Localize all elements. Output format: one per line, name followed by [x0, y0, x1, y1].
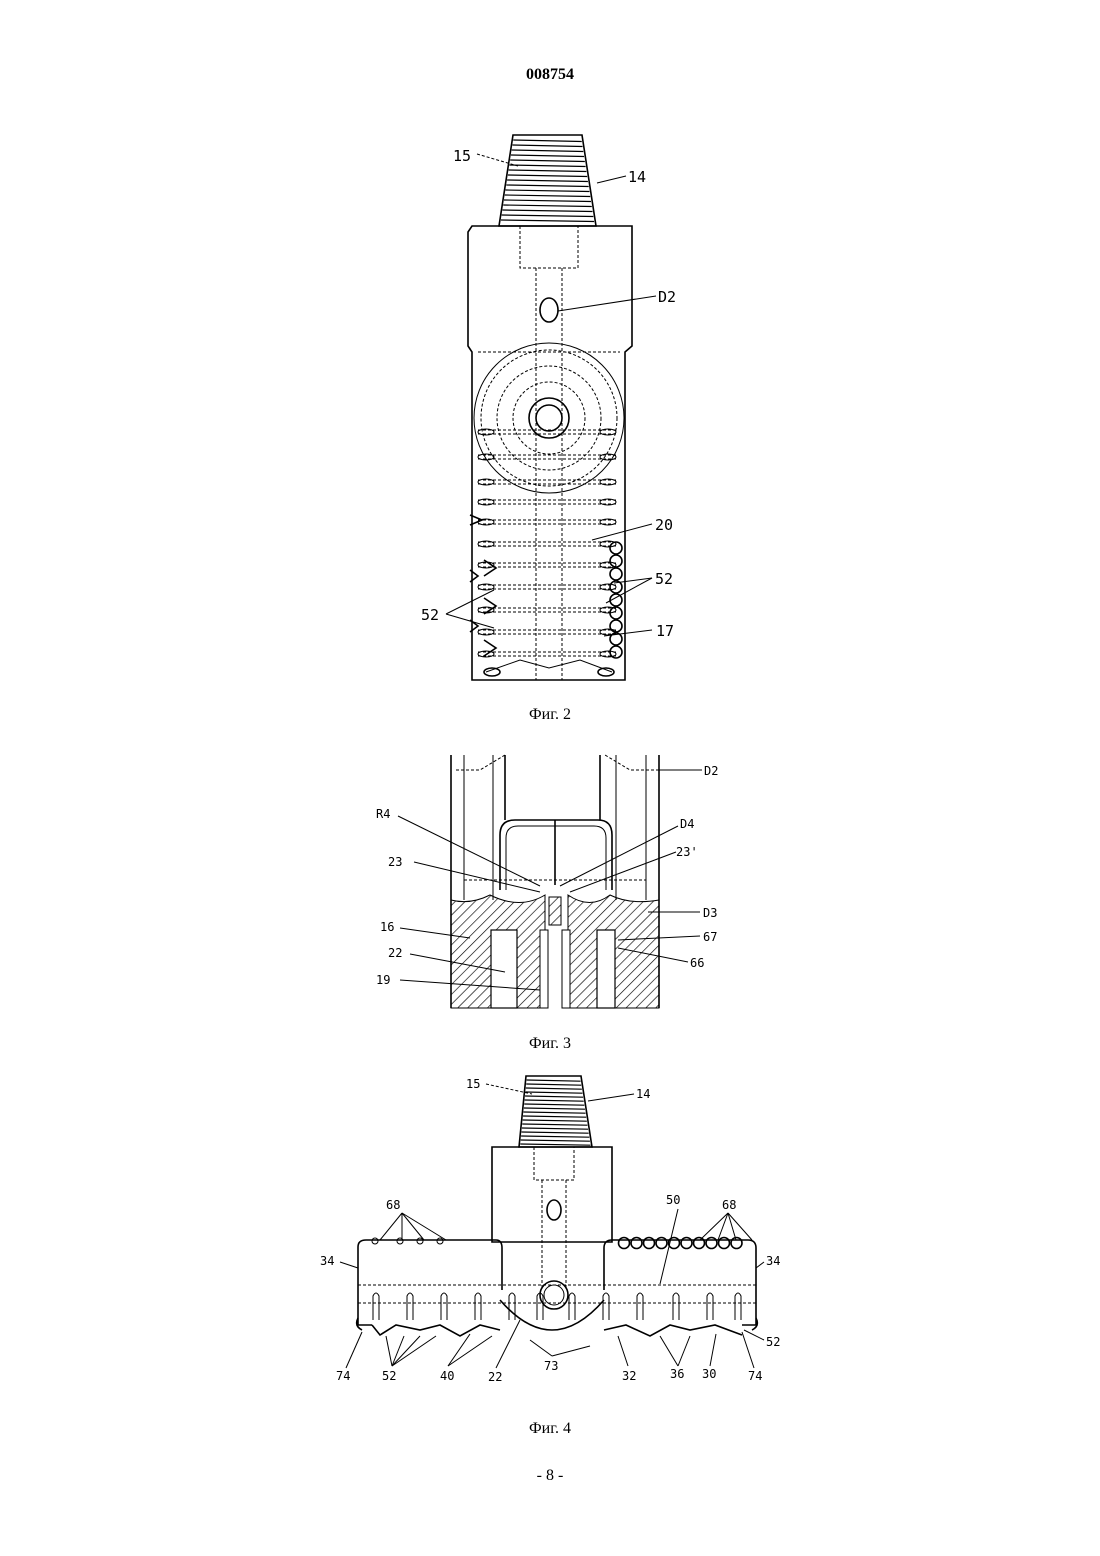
- label-52-right: 52: [766, 1335, 780, 1349]
- label-34-left: 34: [320, 1254, 334, 1268]
- cutter-grooves: [478, 429, 618, 657]
- label-23: 23: [388, 855, 402, 869]
- label-D2: D2: [704, 764, 718, 778]
- label-30: 30: [702, 1367, 716, 1381]
- label-15: 15: [453, 147, 471, 165]
- figure-4-caption: Фиг. 4: [0, 1420, 1100, 1438]
- label-20: 20: [655, 516, 673, 534]
- label-14: 14: [628, 168, 646, 186]
- label-74-left: 74: [336, 1369, 350, 1383]
- label-D3: D3: [703, 906, 717, 920]
- label-15: 15: [466, 1077, 480, 1091]
- pin-threads: [520, 1080, 590, 1145]
- figure-2-caption: Фиг. 2: [0, 706, 1100, 724]
- label-23-prime: 23': [676, 845, 698, 859]
- figure-3-caption: Фиг. 3: [0, 1035, 1100, 1053]
- label-74-right: 74: [748, 1369, 762, 1383]
- label-19: 19: [376, 973, 390, 987]
- gauge-inserts: [619, 1238, 743, 1249]
- label-34-right: 34: [766, 1254, 780, 1268]
- label-40: 40: [440, 1369, 454, 1383]
- label-67: 67: [703, 930, 717, 944]
- label-68-left: 68: [386, 1198, 400, 1212]
- label-17: 17: [656, 622, 674, 640]
- label-14: 14: [636, 1087, 650, 1101]
- cutter-slots: [373, 1293, 741, 1320]
- label-D4: D4: [680, 817, 694, 831]
- label-73: 73: [544, 1359, 558, 1373]
- label-52-bottom: 52: [382, 1369, 396, 1383]
- page-number: - 8 -: [0, 1467, 1100, 1485]
- figure-2-drawing: 15 14 D2 20 52 52 17: [421, 135, 676, 680]
- label-22: 22: [388, 946, 402, 960]
- label-50: 50: [666, 1193, 680, 1207]
- label-52-left: 52: [421, 606, 439, 624]
- label-52-right: 52: [655, 570, 673, 588]
- label-22: 22: [488, 1370, 502, 1384]
- figure-3-drawing: D2 R4 D4 23 23' 16 D3 22 67 66 19: [376, 755, 718, 1008]
- figure-4-drawing: 15 14 68 50 68 34 34 52 74 52 40 22 73 3…: [320, 1076, 780, 1384]
- label-68-right: 68: [722, 1198, 736, 1212]
- label-36: 36: [670, 1367, 684, 1381]
- label-R4: R4: [376, 807, 390, 821]
- pin-threads: [501, 140, 594, 222]
- label-16: 16: [380, 920, 394, 934]
- label-66: 66: [690, 956, 704, 970]
- label-D2: D2: [658, 288, 676, 306]
- label-32: 32: [622, 1369, 636, 1383]
